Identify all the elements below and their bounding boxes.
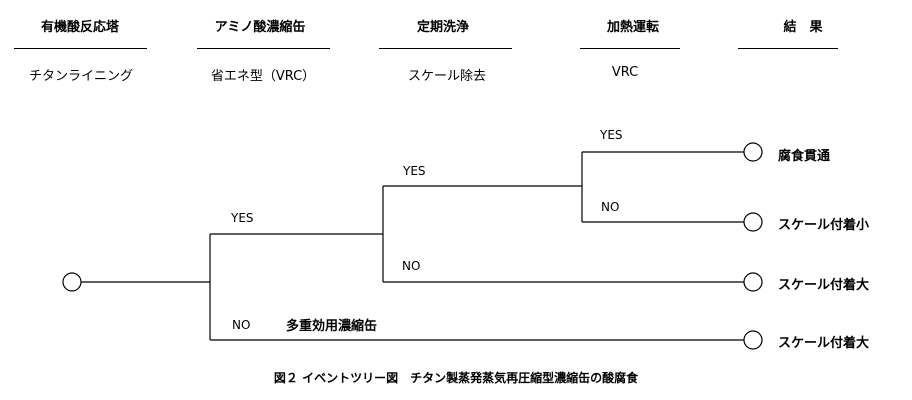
branch-note-multi-effect: 多重効用濃縮缶 xyxy=(286,319,378,334)
end-node-1 xyxy=(743,142,763,162)
branch-label-yes-2: YES xyxy=(403,164,426,178)
subheader-scale-removal: スケール除去 xyxy=(407,69,486,84)
subheader-energy-saving-vrc: 省エネ型（VRC） xyxy=(210,69,316,84)
figure-caption: 図２ イベントツリー図 チタン製蒸発蒸気再圧縮型濃縮缶の酸腐食 xyxy=(273,371,639,385)
header-underline-5 xyxy=(738,48,838,49)
branch-label-no-1: NO xyxy=(232,318,251,332)
header-underline-3 xyxy=(379,48,512,49)
subheader-titanium-lining: チタンライニング xyxy=(28,69,133,84)
end-node-2 xyxy=(743,212,763,232)
header-result: 結 果 xyxy=(783,20,823,35)
end-node-4 xyxy=(743,330,763,350)
header-periodic-cleaning: 定期洗浄 xyxy=(416,20,469,35)
branch-label-no-2: NO xyxy=(402,259,421,273)
result-corrosion-penetration: 腐食貫通 xyxy=(778,149,831,164)
start-node xyxy=(62,272,82,292)
result-scale-large: スケール付着大 xyxy=(778,278,870,293)
header-amino-acid-concentrator: アミノ酸濃縮缶 xyxy=(214,20,306,35)
header-organic-acid-reactor: 有機酸反応塔 xyxy=(40,20,119,35)
result-scale-small: スケール付着小 xyxy=(778,218,870,233)
result-scale-large-2: スケール付着大 xyxy=(778,336,870,351)
header-underline-4 xyxy=(580,48,680,49)
header-heating-operation: 加熱運転 xyxy=(606,20,659,35)
header-underline-1 xyxy=(14,48,147,49)
branch-label-no-3: NO xyxy=(601,200,620,214)
end-node-3 xyxy=(743,272,763,292)
header-underline-2 xyxy=(197,48,330,49)
branch-label-yes-3: YES xyxy=(600,128,623,142)
branch-label-yes-1: YES xyxy=(231,211,254,225)
subheader-vrc: VRC xyxy=(611,65,639,80)
